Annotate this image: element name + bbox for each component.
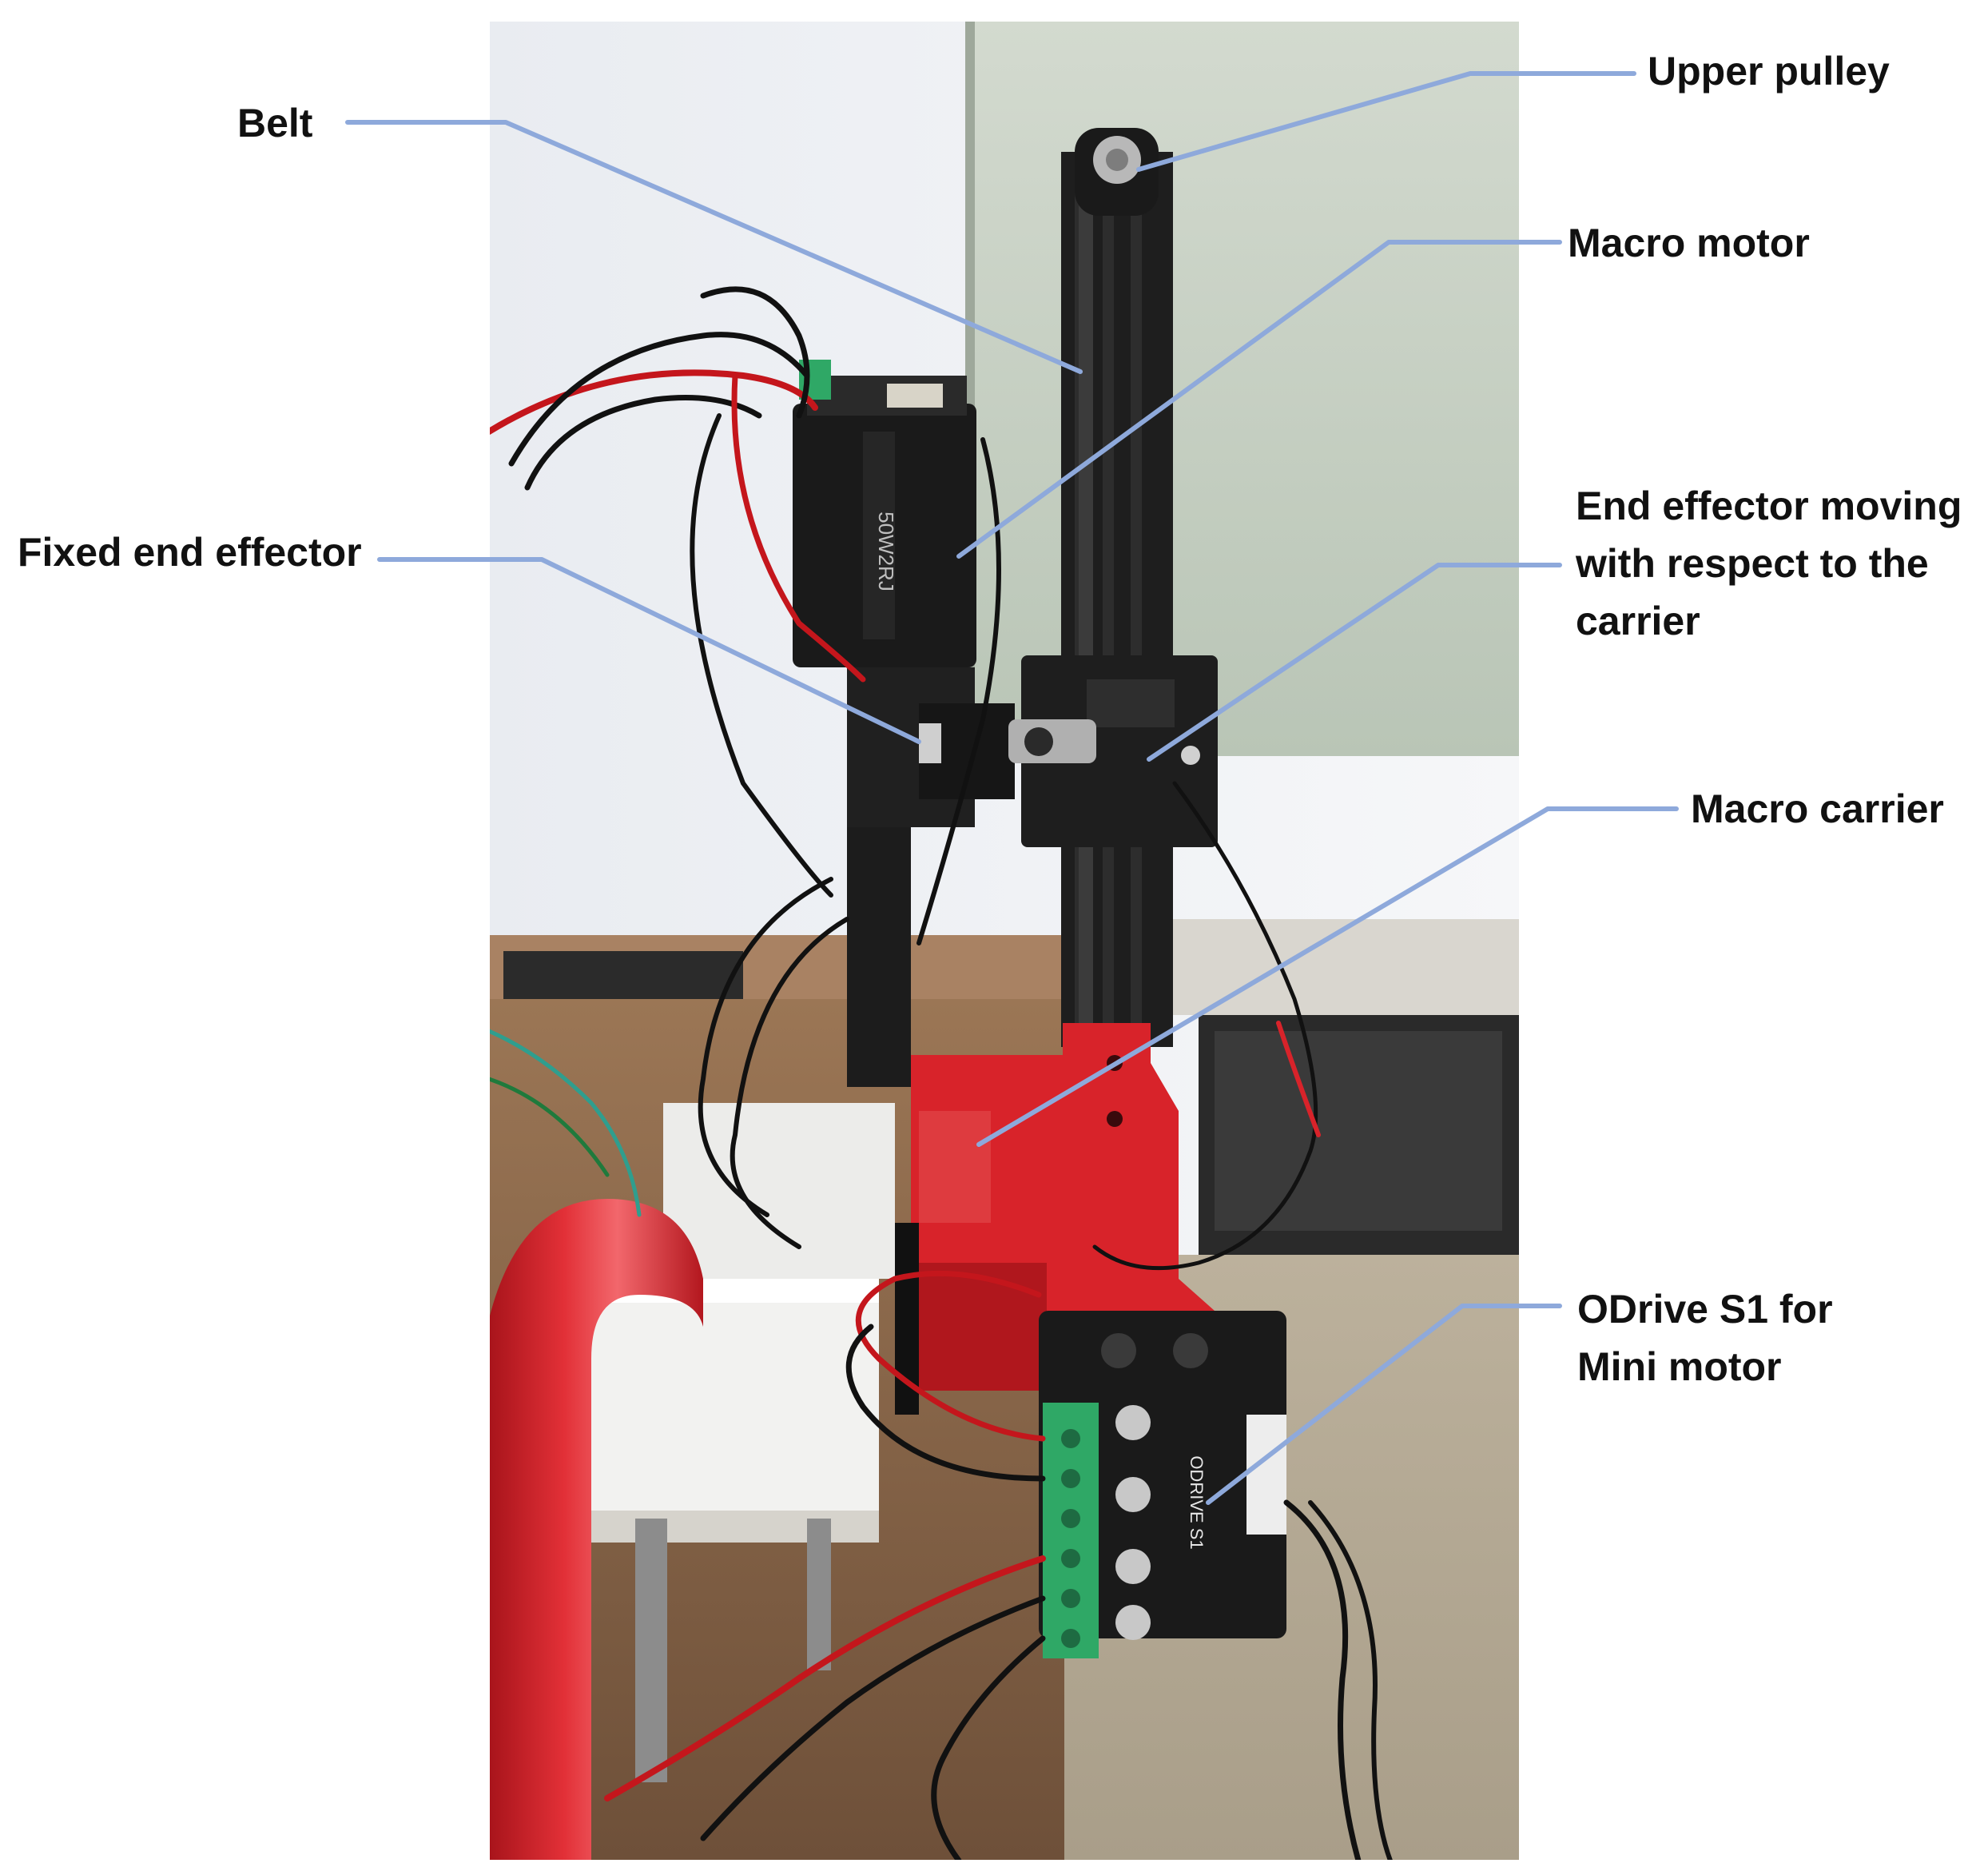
label-odrive: ODrive S1 for Mini motor [1577,1280,1833,1395]
label-end-effector-line1: End effector moving [1576,484,1962,528]
glass-panel [965,21,1520,756]
label-belt: Belt [237,101,313,145]
leader-lines [345,71,1679,1505]
left-rail [847,783,911,1087]
cables [489,286,1393,1861]
leader-line-end-effector-moving [1147,563,1562,762]
white-mount-block [591,1271,879,1511]
label-fixed-end-effector: Fixed end effector [18,530,362,575]
label-end-effector-moving: End effector moving with respect to the … [1576,477,1962,650]
threaded-rod [635,1519,667,1782]
label-macro-carrier: Macro carrier [1691,786,1944,831]
label-end-effector-line2: with respect to the [1576,541,1929,586]
label-odrive-line2: Mini motor [1577,1344,1782,1389]
leader-line-odrive [1206,1304,1562,1505]
label-macro-motor: Macro motor [1568,221,1810,265]
label-upper-pulley: Upper pulley [1648,49,1890,94]
belt-strip [1079,200,1093,1039]
odrive-board [1039,1311,1286,1638]
label-end-effector-line3: carrier [1576,599,1700,643]
motor-marking: 50W2RJ [874,512,898,591]
leader-line-belt [345,120,1083,374]
red-clamp [489,1199,703,1861]
leader-line-macro-motor [956,240,1562,559]
leader-line-upper-pulley [1136,71,1636,172]
leader-line-fixed-end-effector [377,557,921,744]
board-marking: ODRIVE S1 [1187,1455,1207,1549]
leader-line-macro-carrier [976,806,1679,1147]
label-odrive-line1: ODrive S1 for [1577,1287,1833,1332]
